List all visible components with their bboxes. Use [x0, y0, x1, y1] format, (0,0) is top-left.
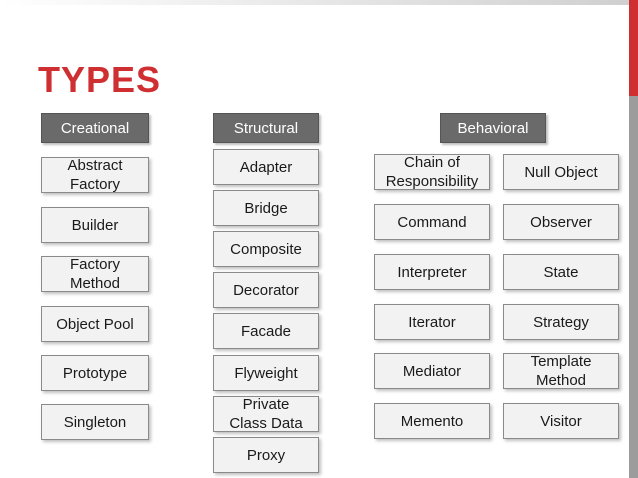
top-bar	[0, 0, 638, 5]
pattern-bridge: Bridge	[213, 190, 319, 226]
pattern-mediator: Mediator	[374, 353, 490, 389]
header-structural: Structural	[213, 113, 319, 143]
side-bar	[629, 0, 638, 478]
pattern-iterator: Iterator	[374, 304, 490, 340]
header-creational: Creational	[41, 113, 149, 143]
pattern-abstract-factory: Abstract Factory	[41, 157, 149, 193]
pattern-observer: Observer	[503, 204, 619, 240]
pattern-command: Command	[374, 204, 490, 240]
pattern-prototype: Prototype	[41, 355, 149, 391]
side-bar-accent	[629, 0, 638, 96]
page-title: TYPES	[38, 59, 162, 100]
pattern-decorator: Decorator	[213, 272, 319, 308]
pattern-template-method: Template Method	[503, 353, 619, 389]
pattern-chain-of-responsibility: Chain of Responsibility	[374, 154, 490, 190]
pattern-singleton: Singleton	[41, 404, 149, 440]
pattern-factory-method: Factory Method	[41, 256, 149, 292]
pattern-interpreter: Interpreter	[374, 254, 490, 290]
pattern-visitor: Visitor	[503, 403, 619, 439]
pattern-adapter: Adapter	[213, 149, 319, 185]
pattern-strategy: Strategy	[503, 304, 619, 340]
pattern-private-class-data: Private Class Data	[213, 396, 319, 432]
pattern-state: State	[503, 254, 619, 290]
pattern-builder: Builder	[41, 207, 149, 243]
pattern-composite: Composite	[213, 231, 319, 267]
pattern-proxy: Proxy	[213, 437, 319, 473]
pattern-flyweight: Flyweight	[213, 355, 319, 391]
pattern-null-object: Null Object	[503, 154, 619, 190]
pattern-memento: Memento	[374, 403, 490, 439]
pattern-facade: Facade	[213, 313, 319, 349]
header-behavioral: Behavioral	[440, 113, 546, 143]
pattern-object-pool: Object Pool	[41, 306, 149, 342]
